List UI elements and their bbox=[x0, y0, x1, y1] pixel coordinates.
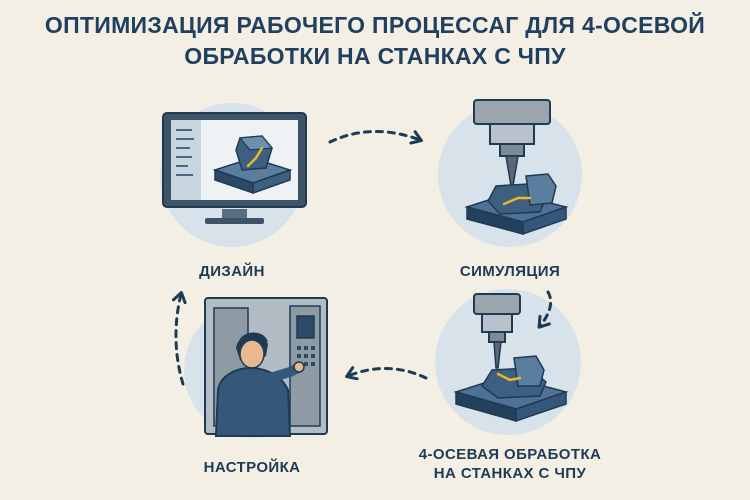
workpiece-icon bbox=[464, 173, 569, 236]
step-label-simulation: СИМУЛЯЦИЯ bbox=[459, 263, 561, 280]
cnc-spindle-icon bbox=[473, 293, 521, 369]
machining-illustration bbox=[435, 289, 581, 435]
title-line-2: ОБРАБОТКИ НА СТАНКАХ С ЧПУ bbox=[184, 43, 566, 69]
title-line-1: ОПТИМИЗАЦИЯ РАБОЧЕГО ПРОЦЕССАГ ДЛЯ 4-ОСЕ… bbox=[44, 12, 706, 38]
arrow-simulation-to-machining bbox=[537, 290, 553, 329]
diagram-title: ОПТИМИЗАЦИЯ РАБОЧЕГО ПРОЦЕССАГ ДЛЯ 4-ОСЕ… bbox=[0, 10, 750, 72]
arrow-design-to-simulation bbox=[328, 130, 423, 145]
simulation-illustration bbox=[438, 99, 582, 247]
arrow-setup-to-design bbox=[171, 291, 187, 386]
machined-part-icon bbox=[453, 355, 569, 423]
step-label-design: ДИЗАЙН bbox=[199, 263, 265, 280]
step-label-machining-line-2: НА СТАНКАХ С ЧПУ bbox=[433, 465, 587, 482]
arrow-machining-to-setup bbox=[345, 366, 428, 381]
design-illustration bbox=[160, 103, 307, 247]
operator-icon bbox=[214, 332, 305, 437]
step-label-setup: НАСТРОЙКА bbox=[203, 459, 301, 476]
cad-part-icon bbox=[212, 135, 293, 195]
setup-illustration bbox=[184, 297, 328, 438]
step-label-machining-line-1: 4-ОСЕВАЯ ОБРАБОТКА bbox=[418, 446, 602, 463]
step-label-machining: 4-ОСЕВАЯ ОБРАБОТКА НА СТАНКАХ С ЧПУ bbox=[395, 445, 625, 483]
spindle-icon bbox=[473, 99, 551, 187]
